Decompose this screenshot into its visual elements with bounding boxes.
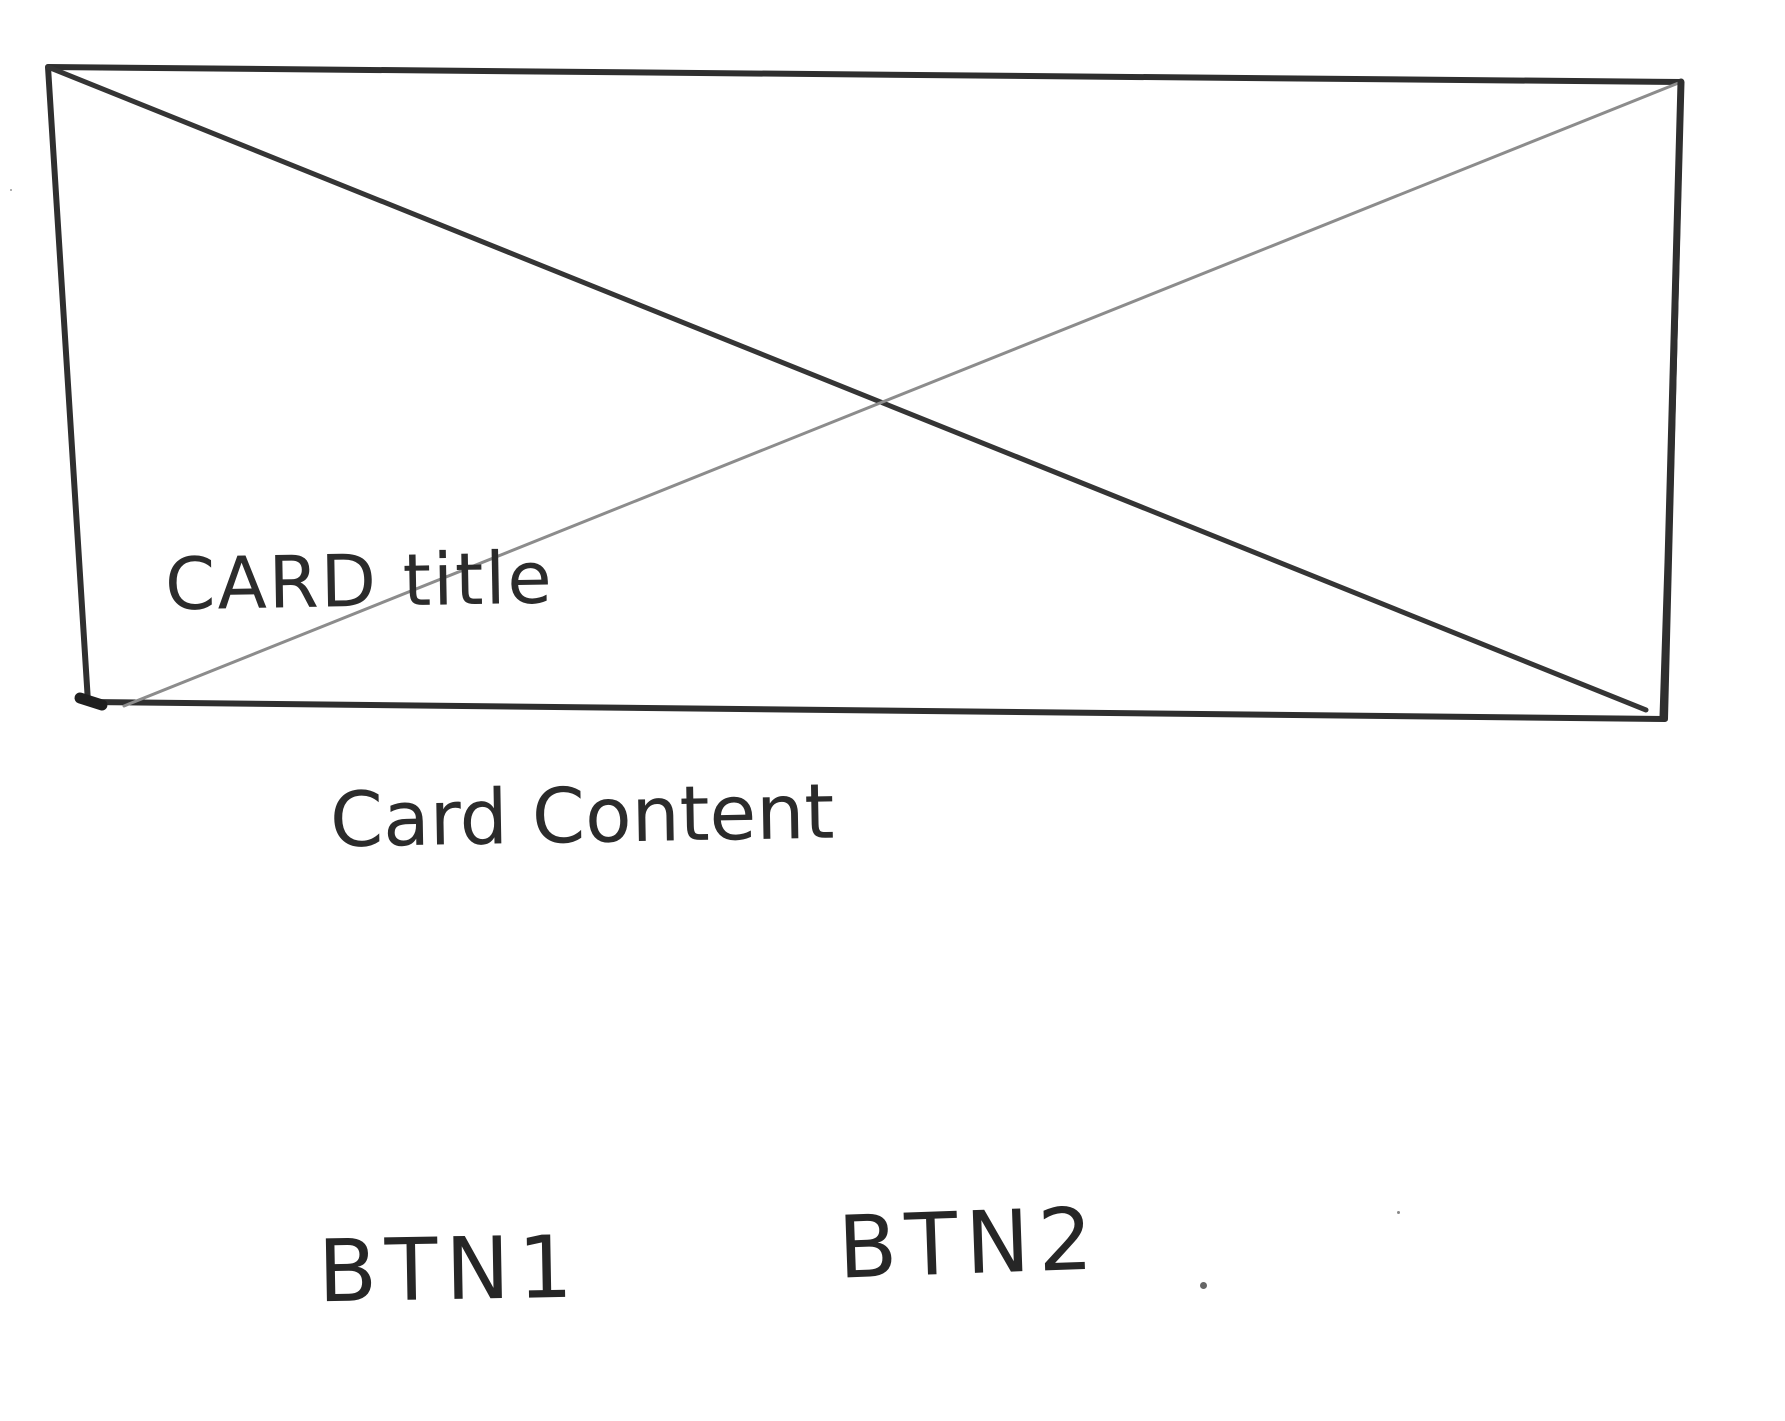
ink-speck bbox=[10, 189, 12, 191]
btn1-button[interactable]: BTN1 bbox=[317, 1217, 582, 1323]
card-actions: BTN1 BTN2 bbox=[317, 1189, 1258, 1335]
ink-dot bbox=[1200, 1282, 1207, 1289]
image-placeholder-icon bbox=[45, 52, 1688, 722]
btn2-button[interactable]: BTN2 bbox=[836, 1189, 1103, 1299]
ink-speck bbox=[1397, 1211, 1400, 1214]
image-placeholder-sketch bbox=[45, 64, 1685, 722]
card-title: CARD title bbox=[164, 535, 555, 627]
card-content: Card Content bbox=[329, 766, 835, 865]
